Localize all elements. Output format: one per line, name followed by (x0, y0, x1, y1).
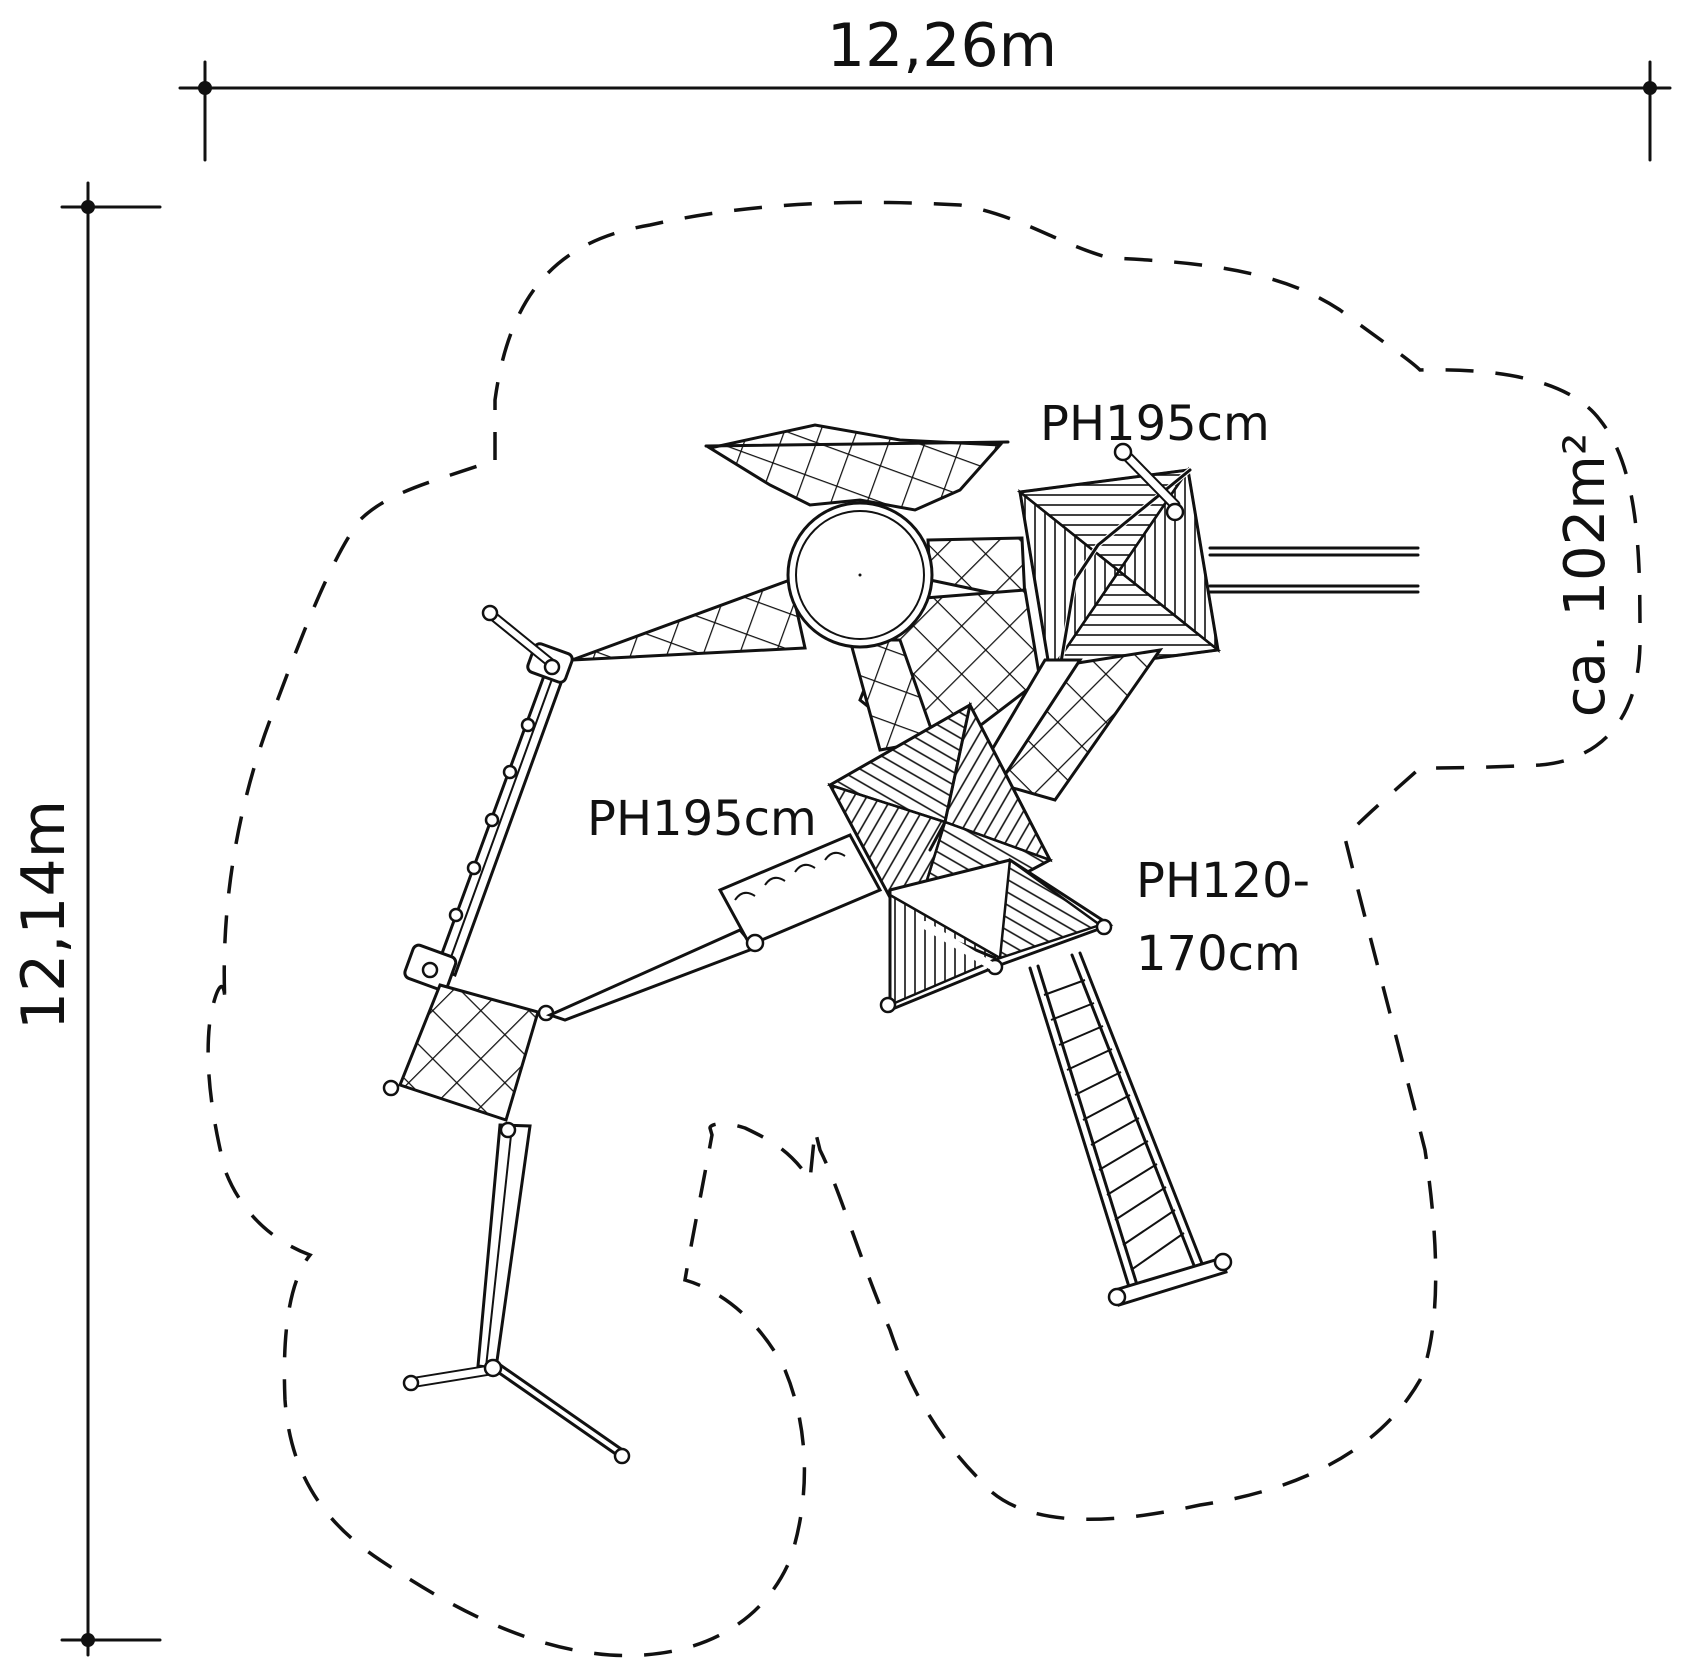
safety-zone-outline (206, 200, 1642, 1658)
width-label: 12,26m (827, 11, 1057, 81)
lower-left-net (382, 983, 555, 1122)
height-dimension: 12,14m (9, 181, 162, 1657)
tower-lower (879, 857, 1114, 1014)
height-label: 12,14m (9, 800, 79, 1030)
ladder (1028, 951, 1233, 1307)
tower-upper-right (1016, 442, 1420, 676)
lower-support-post (402, 1121, 631, 1465)
left-climbing-beam (403, 604, 574, 992)
platform-height-label-center: PH195cm (587, 791, 817, 847)
platform-height-label-upper: PH195cm (1040, 396, 1270, 452)
area-label: ca. 102m² (1553, 433, 1618, 718)
tunnel-connector (545, 833, 883, 1022)
spider-net-top (704, 423, 1010, 512)
width-dimension: 12,26m (178, 11, 1672, 162)
net-arm-left (571, 578, 807, 662)
platform-height-label-lower-line2: 170cm (1136, 926, 1301, 982)
platform-height-label-lower-line1: PH120- (1136, 853, 1310, 909)
net-hub-ring (786, 501, 934, 649)
